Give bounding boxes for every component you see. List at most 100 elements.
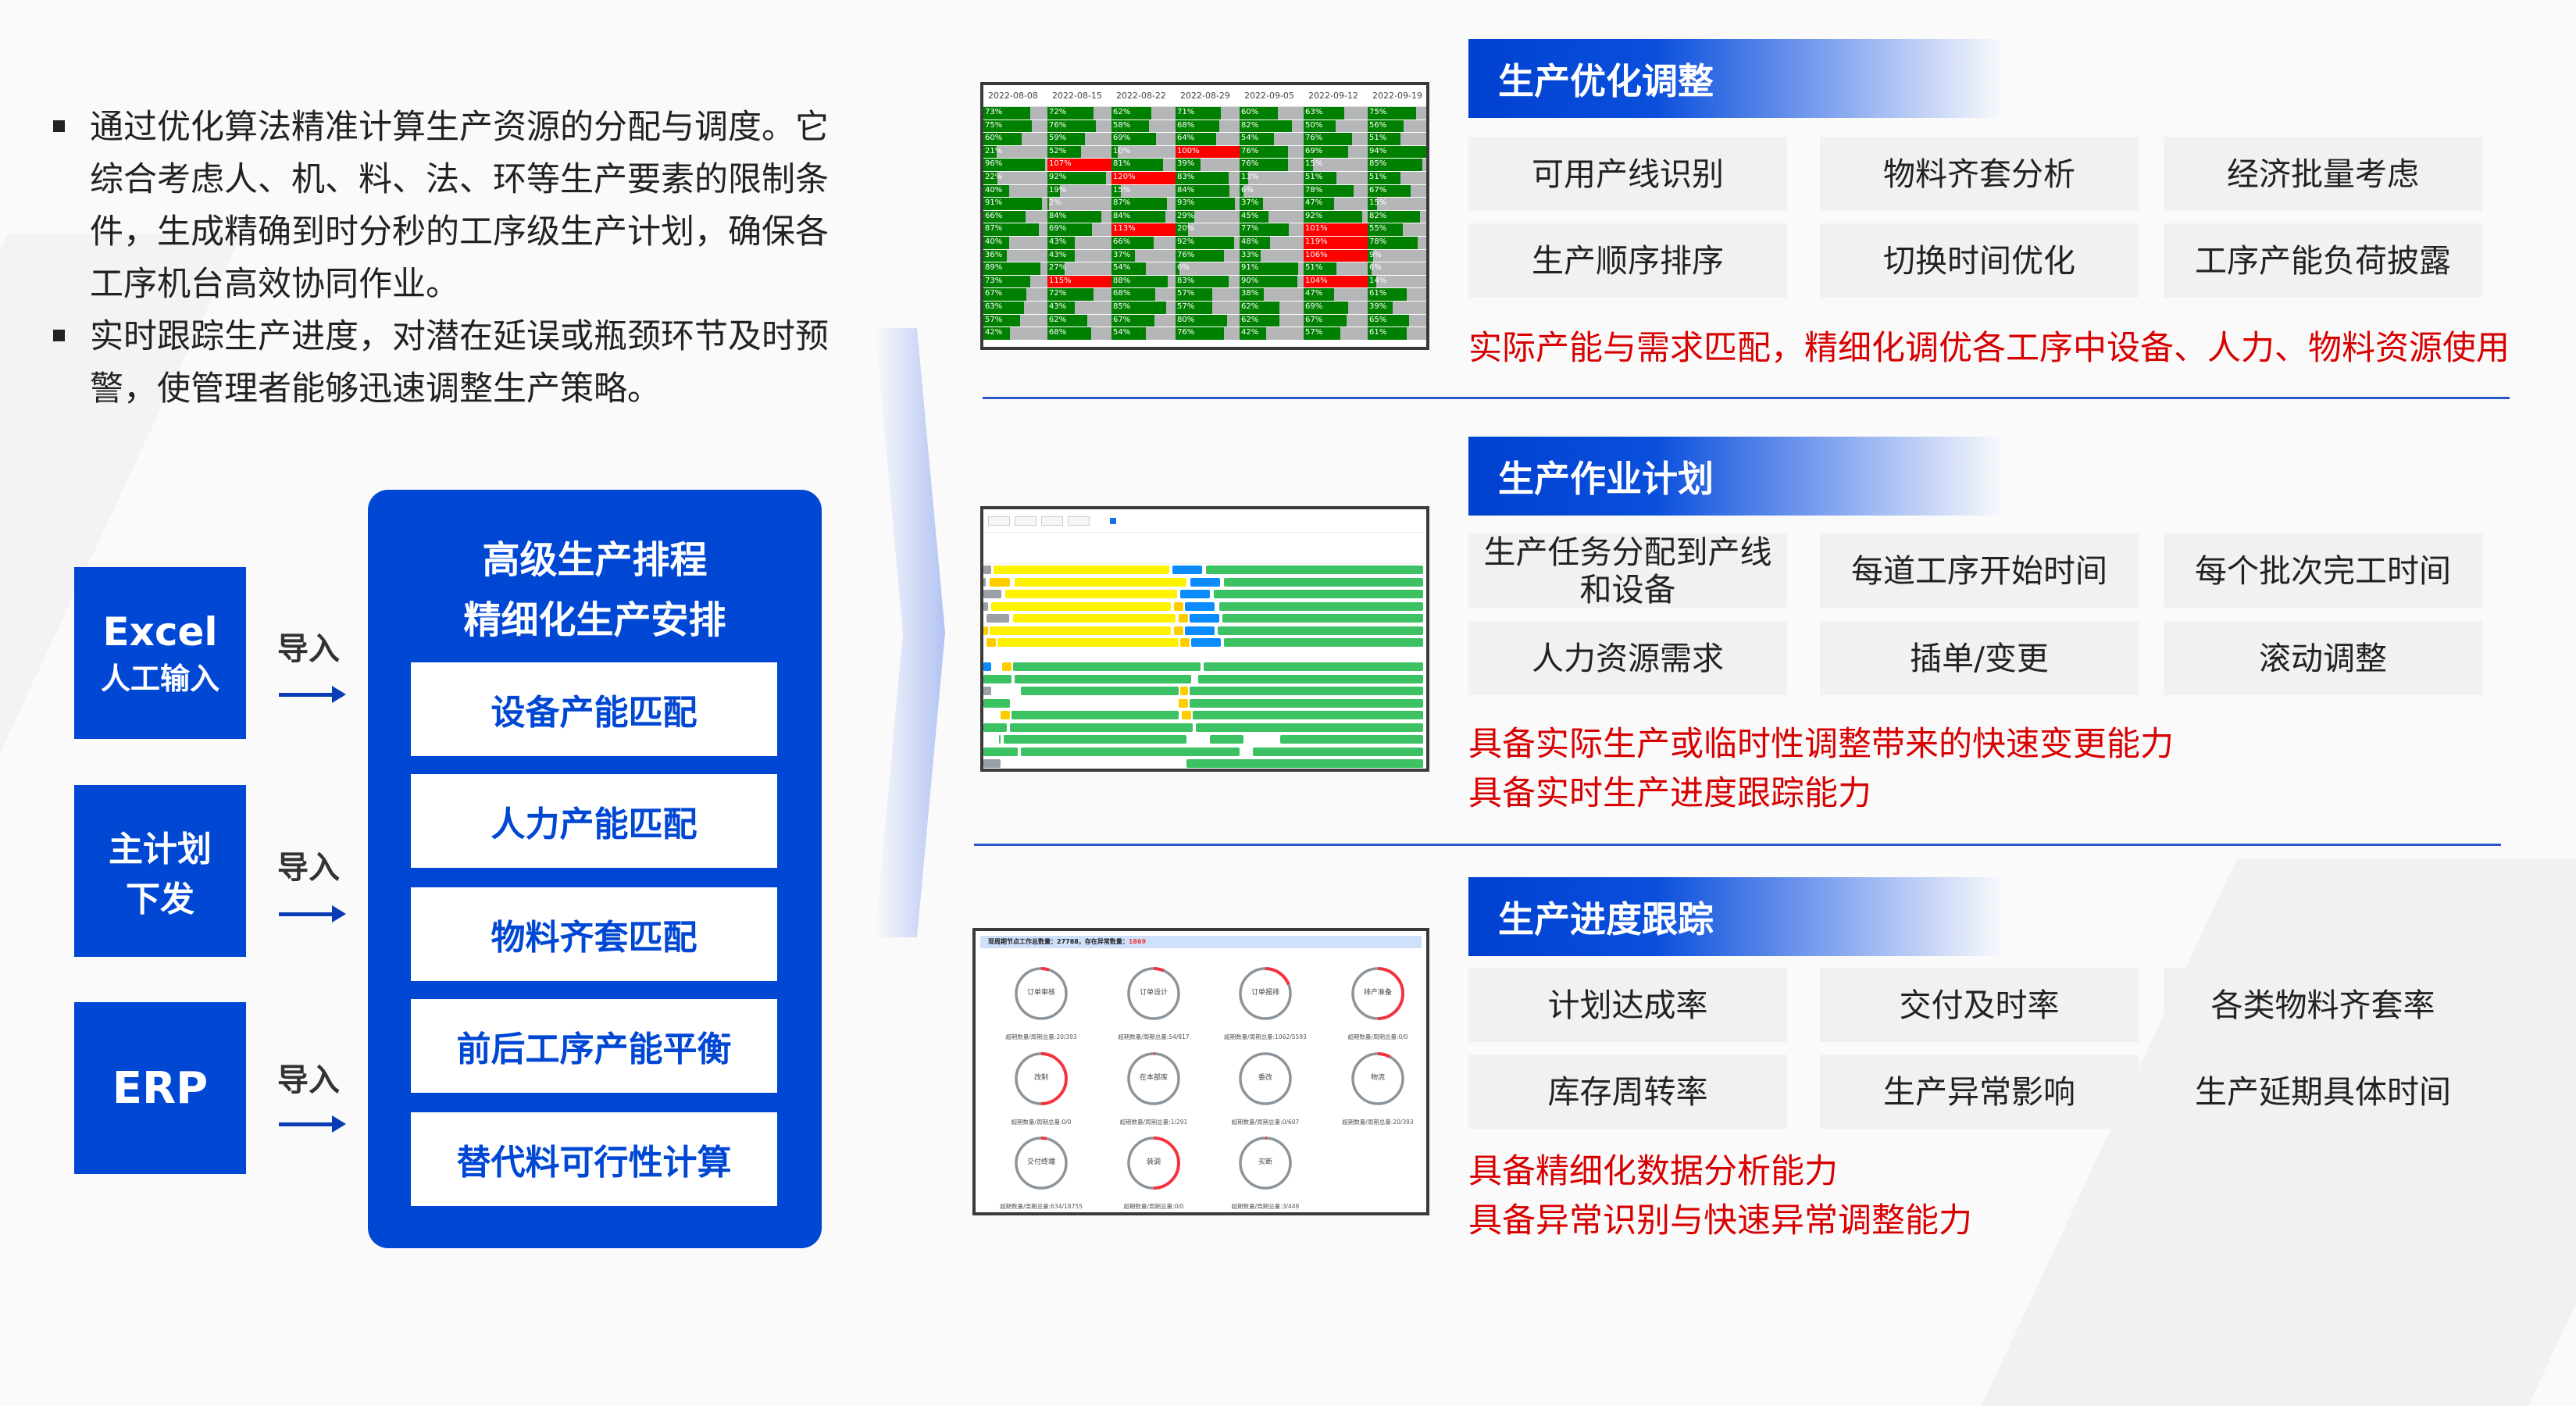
task-bar[interactable] (1245, 772, 1423, 773)
task-bar[interactable] (983, 723, 1007, 732)
task-bar[interactable] (1190, 614, 1219, 623)
task-bar[interactable] (1193, 711, 1423, 719)
task-bar[interactable] (1002, 662, 1011, 671)
task-bar[interactable] (983, 662, 991, 671)
task-bar[interactable] (983, 601, 988, 611)
task-bar[interactable] (983, 590, 1001, 598)
toolbar-button[interactable] (988, 516, 1010, 526)
task-bar[interactable] (1011, 711, 1179, 719)
task-bar[interactable] (1005, 590, 1177, 598)
task-bar[interactable] (983, 674, 1011, 683)
task-bar[interactable] (1218, 626, 1423, 635)
task-bar[interactable] (1179, 698, 1188, 708)
task-bar[interactable] (994, 566, 1169, 574)
aps-core-panel: 高级生产排程 精细化生产安排 设备产能匹配 人力产能匹配 物料齐套匹配 前后工序… (368, 490, 822, 1248)
task-bar[interactable] (1180, 638, 1190, 647)
load-value: 68% (1177, 120, 1195, 130)
load-value: 64% (1177, 134, 1195, 143)
task-bar[interactable] (1185, 626, 1215, 635)
task-bar[interactable] (1206, 566, 1423, 574)
task-bar[interactable] (1013, 614, 1176, 623)
task-bar[interactable] (991, 601, 1171, 611)
task-bar[interactable] (983, 747, 1018, 756)
load-cell: 54% (1111, 262, 1176, 275)
task-bar[interactable] (1004, 735, 1186, 744)
task-bar[interactable] (1174, 601, 1183, 611)
gantt-row (983, 564, 1426, 576)
toolbar-button[interactable] (1068, 516, 1090, 526)
date-label: 2022-09-19 (1372, 91, 1422, 101)
task-bar[interactable] (1210, 735, 1243, 744)
task-bar[interactable] (1185, 601, 1215, 611)
task-bar[interactable] (1010, 723, 1193, 732)
checkbox[interactable] (1110, 517, 1116, 524)
load-value: 14% (1369, 276, 1387, 285)
task-bar[interactable] (1191, 638, 1221, 647)
load-cell: 72% (1047, 107, 1111, 120)
task-bar[interactable] (1186, 759, 1423, 768)
task-bar[interactable] (1196, 723, 1423, 732)
load-value: 62% (1241, 315, 1259, 324)
load-bar (1240, 327, 1267, 340)
load-value: 62% (1049, 315, 1067, 324)
task-bar[interactable] (983, 626, 988, 635)
task-bar[interactable] (1179, 614, 1188, 623)
task-bar[interactable] (1015, 772, 1240, 773)
task-bar[interactable] (1015, 577, 1186, 587)
task-bar[interactable] (1204, 662, 1423, 671)
task-bar[interactable] (1190, 577, 1220, 587)
task-bar[interactable] (983, 566, 991, 574)
task-bar[interactable] (1013, 662, 1201, 671)
load-cell: 21% (983, 145, 1047, 159)
load-cell: 40% (983, 236, 1047, 249)
toolbar-button[interactable] (1041, 516, 1063, 526)
load-cell: 14% (1368, 275, 1426, 288)
load-bar (1176, 314, 1227, 327)
load-cell: 66% (983, 210, 1047, 223)
load-value: 15% (1113, 185, 1131, 194)
task-bar[interactable] (983, 698, 1010, 708)
task-bar[interactable] (990, 626, 1171, 635)
task-bar[interactable] (1224, 577, 1423, 587)
task-bar[interactable] (987, 638, 996, 647)
task-bar[interactable] (1219, 601, 1423, 611)
load-cell: 93% (1176, 198, 1240, 210)
node-donut: 委改超期数量/周期总量:0/607 (1211, 1051, 1320, 1126)
task-bar[interactable] (1280, 735, 1423, 744)
gantt-row (983, 673, 1426, 686)
task-bar[interactable] (999, 735, 1001, 744)
task-bar[interactable] (1021, 687, 1179, 695)
task-bar[interactable] (983, 687, 991, 695)
task-bar[interactable] (983, 577, 986, 587)
task-bar[interactable] (983, 759, 1001, 768)
task-bar[interactable] (997, 638, 1179, 647)
task-bar[interactable] (1224, 638, 1423, 647)
task-bar[interactable] (990, 577, 1010, 587)
task-bar[interactable] (1015, 674, 1191, 683)
task-bar[interactable] (1190, 687, 1423, 695)
task-bar[interactable] (983, 772, 1011, 773)
node-name: 改制 (1033, 1074, 1048, 1082)
task-bar[interactable] (1190, 698, 1423, 708)
task-bar[interactable] (1174, 626, 1183, 635)
toolbar-button[interactable] (1015, 516, 1036, 526)
node-donut: 买断超期数量/周期总量:3/448 (1211, 1135, 1320, 1211)
task-bar[interactable] (1172, 566, 1202, 574)
task-bar[interactable] (1180, 687, 1188, 695)
task-bar[interactable] (1198, 674, 1423, 683)
load-bar (1047, 249, 1076, 262)
task-bar[interactable] (1180, 590, 1210, 598)
task-bar[interactable] (1253, 747, 1423, 756)
arrow-right-icon (279, 905, 346, 922)
task-bar[interactable] (987, 614, 1009, 623)
task-bar[interactable] (1182, 711, 1191, 719)
task-bar[interactable] (1021, 747, 1240, 756)
task-bar[interactable] (1222, 614, 1423, 623)
load-row: 21%52%10%100%76%69%94% (983, 145, 1426, 159)
load-value: 69% (1305, 146, 1323, 155)
load-cell: 83% (1176, 171, 1240, 184)
load-bar (1304, 210, 1363, 223)
task-bar[interactable] (1001, 711, 1010, 719)
load-value: 66% (985, 211, 1003, 220)
task-bar[interactable] (1214, 590, 1423, 598)
